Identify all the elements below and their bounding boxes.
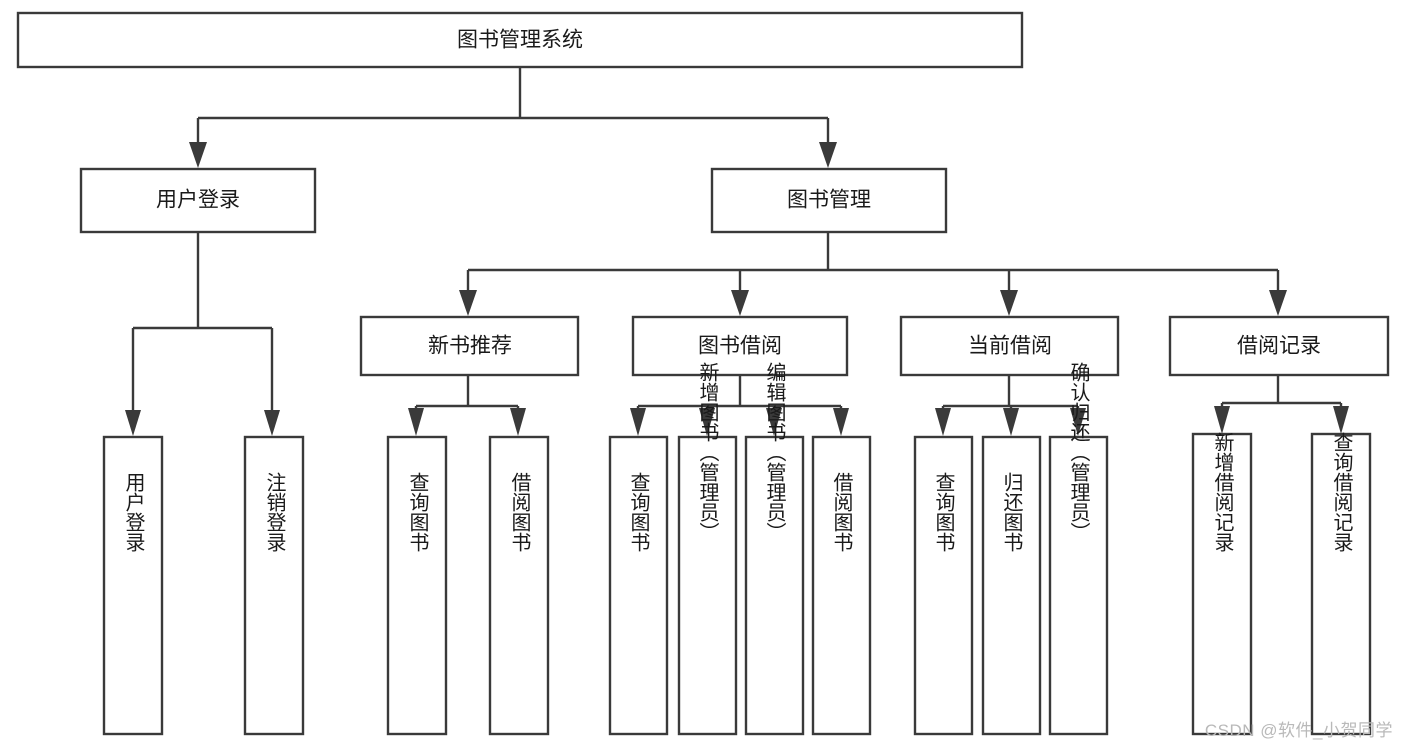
node-borrow-record[interactable]: 借阅记录 bbox=[1168, 315, 1390, 377]
arrow-head-book-borrow bbox=[731, 290, 749, 316]
leaf-book-borrow-1-label: 查询图书 bbox=[627, 472, 650, 552]
arrow-head-newbook-leaf1 bbox=[408, 408, 424, 436]
node-book-borrow-box[interactable] bbox=[631, 315, 849, 377]
node-root-book-management-system[interactable]: 图书管理系统 bbox=[16, 11, 1024, 69]
arrow-head-userlogin-leaf1 bbox=[125, 410, 141, 436]
node-borrow-record-box[interactable] bbox=[1168, 315, 1390, 377]
leaf-user-login-2-box[interactable] bbox=[243, 435, 305, 736]
arrow-head-borrowrecord-leaf1 bbox=[1214, 406, 1230, 434]
leaf-current-borrow-3[interactable]: 确认归还（管理员） bbox=[1048, 362, 1109, 736]
node-borrow-record-label: 借阅记录 bbox=[1237, 335, 1321, 358]
leaf-borrow-record-1-box[interactable] bbox=[1191, 432, 1253, 736]
leaf-borrow-record-1-label: 新增借阅记录 bbox=[1211, 432, 1234, 552]
leaf-current-borrow-1-box[interactable] bbox=[913, 435, 974, 736]
leaf-current-borrow-1[interactable]: 查询图书 bbox=[913, 435, 974, 736]
leaf-book-borrow-4-label: 借阅图书 bbox=[830, 472, 853, 552]
leaf-borrow-record-2[interactable]: 查询借阅记录 bbox=[1310, 432, 1372, 736]
arrow-head-bookborrow-leaf2 bbox=[699, 408, 715, 436]
leaf-current-borrow-3-box[interactable] bbox=[1048, 435, 1109, 736]
leaf-user-login-2[interactable]: 注销登录 bbox=[243, 435, 305, 736]
arrow-head-bookborrow-leaf4 bbox=[833, 408, 849, 436]
leaf-new-book-1-label: 查询图书 bbox=[406, 472, 429, 552]
node-user-login[interactable]: 用户登录 bbox=[79, 167, 317, 234]
arrow-head-new-book bbox=[459, 290, 477, 316]
node-new-book-recommend[interactable]: 新书推荐 bbox=[359, 315, 580, 377]
arrow-head-userlogin-leaf2 bbox=[264, 410, 280, 436]
leaf-current-borrow-2-label: 归还图书 bbox=[1000, 472, 1023, 552]
leaf-current-borrow-3-label: 确认归还（管理员） bbox=[1067, 362, 1090, 542]
arrow-head-borrow-record bbox=[1269, 290, 1287, 316]
leaf-borrow-record-1[interactable]: 新增借阅记录 bbox=[1191, 432, 1253, 736]
arrow-head-borrowrecord-leaf2 bbox=[1333, 406, 1349, 434]
leaf-book-borrow-1[interactable]: 查询图书 bbox=[608, 435, 669, 736]
arrow-head-book-mgmt bbox=[819, 142, 837, 168]
node-new-book-recommend-label: 新书推荐 bbox=[428, 335, 512, 358]
node-current-borrow[interactable]: 当前借阅 bbox=[899, 315, 1120, 377]
leaf-book-borrow-2-label: 新增图书（管理员） bbox=[696, 362, 719, 542]
arrow-head-user-login bbox=[189, 142, 207, 168]
leaf-new-book-2-box[interactable] bbox=[488, 435, 550, 736]
node-user-login-label: 用户登录 bbox=[156, 189, 240, 212]
node-root-box[interactable] bbox=[16, 11, 1024, 69]
leaf-borrow-record-2-box[interactable] bbox=[1310, 432, 1372, 736]
leaf-user-login-1-box[interactable] bbox=[102, 435, 164, 736]
leaf-user-login-1[interactable]: 用户登录 bbox=[102, 435, 164, 736]
leaf-book-borrow-3-label: 编辑图书（管理员） bbox=[763, 362, 786, 542]
node-book-management[interactable]: 图书管理 bbox=[710, 167, 948, 234]
leaf-user-login-2-label: 注销登录 bbox=[263, 472, 286, 552]
leaf-book-borrow-3-box[interactable] bbox=[744, 435, 805, 736]
leaf-user-login-1-label: 用户登录 bbox=[122, 472, 145, 552]
node-current-borrow-label: 当前借阅 bbox=[968, 335, 1052, 358]
leaf-new-book-1[interactable]: 查询图书 bbox=[386, 435, 448, 736]
node-book-borrow-label: 图书借阅 bbox=[698, 335, 782, 358]
leaf-book-borrow-2-box[interactable] bbox=[677, 435, 738, 736]
leaf-new-book-2-label: 借阅图书 bbox=[508, 472, 531, 552]
arrow-head-currentborrow-leaf1 bbox=[935, 408, 951, 436]
node-current-borrow-box[interactable] bbox=[899, 315, 1120, 377]
node-book-management-box[interactable] bbox=[710, 167, 948, 234]
node-root-label: 图书管理系统 bbox=[457, 29, 583, 52]
leaf-book-borrow-2[interactable]: 新增图书（管理员） bbox=[677, 362, 738, 736]
connector-layer bbox=[125, 67, 1349, 436]
leaf-current-borrow-2-box[interactable] bbox=[981, 435, 1042, 736]
leaf-book-borrow-4[interactable]: 借阅图书 bbox=[811, 435, 872, 736]
node-book-borrow[interactable]: 图书借阅 bbox=[631, 315, 849, 377]
leaf-book-borrow-3[interactable]: 编辑图书（管理员） bbox=[744, 362, 805, 736]
leaf-book-borrow-1-box[interactable] bbox=[608, 435, 669, 736]
leaf-new-book-1-box[interactable] bbox=[386, 435, 448, 736]
arrow-head-newbook-leaf2 bbox=[510, 408, 526, 436]
arrow-head-current-borrow bbox=[1000, 290, 1018, 316]
leaf-current-borrow-1-label: 查询图书 bbox=[932, 472, 955, 552]
arrow-head-currentborrow-leaf3 bbox=[1070, 408, 1086, 436]
arrow-head-bookborrow-leaf3 bbox=[766, 408, 782, 436]
leaf-new-book-2[interactable]: 借阅图书 bbox=[488, 435, 550, 736]
arrow-head-currentborrow-leaf2 bbox=[1003, 408, 1019, 436]
arrow-head-bookborrow-leaf1 bbox=[630, 408, 646, 436]
node-book-management-label: 图书管理 bbox=[787, 189, 871, 212]
leaf-book-borrow-4-box[interactable] bbox=[811, 435, 872, 736]
leaf-current-borrow-2[interactable]: 归还图书 bbox=[981, 435, 1042, 736]
node-user-login-box[interactable] bbox=[79, 167, 317, 234]
node-new-book-recommend-box[interactable] bbox=[359, 315, 580, 377]
leaf-borrow-record-2-label: 查询借阅记录 bbox=[1330, 432, 1353, 552]
